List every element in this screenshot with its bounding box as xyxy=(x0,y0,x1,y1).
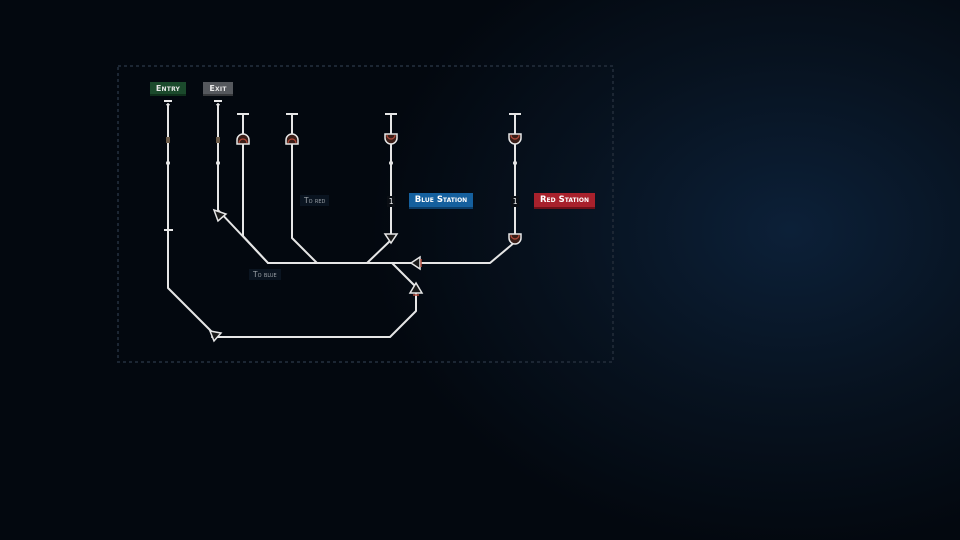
red-station-count: 1 xyxy=(511,196,519,207)
buffer-mid-branch xyxy=(286,113,298,120)
entry-marker xyxy=(164,100,172,108)
track-bottom xyxy=(211,293,417,338)
track-entry xyxy=(167,103,213,333)
buffer-red xyxy=(509,113,521,120)
signal-left-branch[interactable] xyxy=(236,133,250,145)
buffer-left-branch xyxy=(237,113,249,120)
track-lower-junction xyxy=(391,262,417,288)
blue-station-label[interactable]: Blue Station xyxy=(409,193,473,209)
track-lines xyxy=(167,103,516,338)
track-red xyxy=(419,117,516,264)
signal-blue-top[interactable] xyxy=(384,133,398,145)
switch-lower-junction[interactable] xyxy=(408,281,424,296)
track-left-branch xyxy=(242,117,269,264)
exit-marker xyxy=(214,100,222,108)
switch-exit-merge[interactable] xyxy=(212,208,228,223)
signal-red-bottom[interactable] xyxy=(508,233,522,245)
signal-red-top[interactable] xyxy=(508,133,522,145)
buffer-blue xyxy=(385,113,397,120)
red-station-label[interactable]: Red Station xyxy=(534,193,595,209)
exit-tag: Exit xyxy=(203,82,233,96)
switch-bottom-loop[interactable] xyxy=(208,330,223,343)
switch-label-to-blue: To blue xyxy=(249,269,281,280)
board-border xyxy=(117,65,614,363)
switch-red-merge[interactable] xyxy=(409,255,422,271)
track-mid-branch xyxy=(291,117,318,264)
track-sensors xyxy=(164,137,517,231)
switch-blue-branch[interactable] xyxy=(383,233,399,245)
switch-label-to-red: To red xyxy=(300,195,330,206)
signal-mid-branch[interactable] xyxy=(285,133,299,145)
entry-tag: Entry xyxy=(150,82,186,96)
blue-station-count: 1 xyxy=(387,196,395,207)
